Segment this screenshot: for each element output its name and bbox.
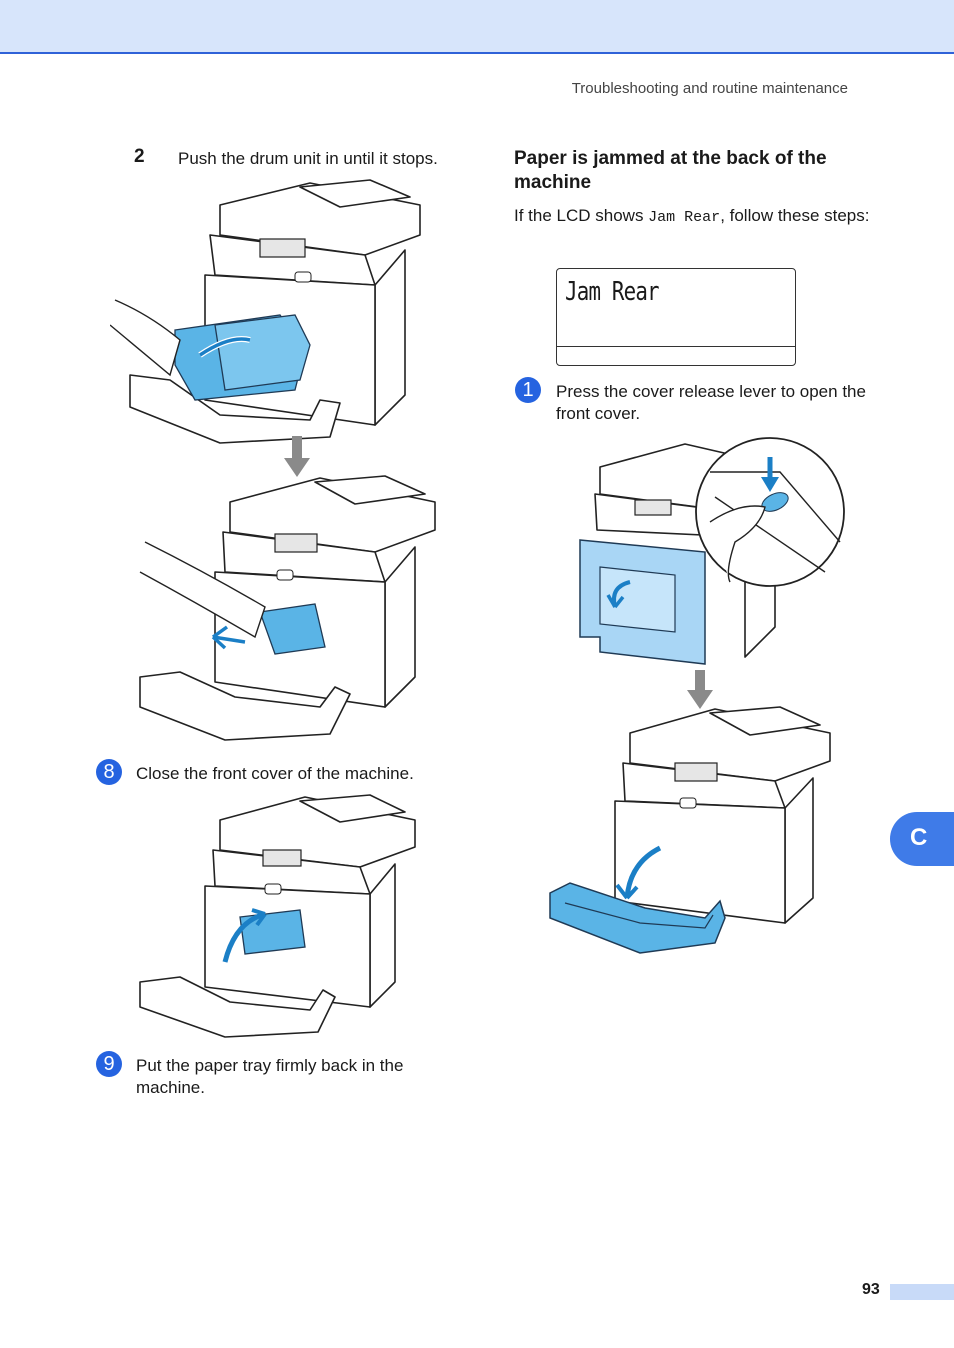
- page-number: 93: [862, 1281, 880, 1298]
- printer-drum-push-illustration: [110, 179, 421, 444]
- step-bullet-9: 9: [96, 1051, 122, 1077]
- down-arrow-icon: [687, 670, 713, 709]
- chapter-side-tab: C: [890, 812, 954, 866]
- lcd-display-text: Jam Rear: [565, 277, 660, 307]
- printer-cover-open-illustration: [549, 706, 831, 954]
- step-2-text: Push the drum unit in until it stops.: [178, 149, 438, 168]
- intro-lcd-code: Jam Rear: [648, 209, 721, 226]
- step-9-text: Put the paper tray firmly back in the ma…: [136, 1056, 404, 1097]
- down-arrow-icon: [284, 436, 310, 477]
- chapter-side-tab-label: C: [910, 824, 928, 851]
- step-1-text: Press the cover release lever to open th…: [556, 382, 866, 423]
- lcd-divider: [557, 346, 795, 347]
- printer-release-lever-illustration: [579, 437, 845, 665]
- lcd-display: Jam Rear: [556, 268, 796, 366]
- page-number-bar: [890, 1284, 954, 1300]
- step-8-text: Close the front cover of the machine.: [136, 764, 414, 783]
- running-head: Troubleshooting and routine maintenance: [571, 80, 848, 97]
- step-number-2: 2: [134, 146, 145, 167]
- intro-prefix: If the LCD shows: [514, 206, 649, 225]
- intro-paragraph: If the LCD shows Jam Rear, follow these …: [514, 205, 874, 229]
- printer-close-cover-illustration: [139, 794, 416, 1038]
- printer-drum-inserted-illustration: [139, 475, 436, 741]
- section-heading: Paper is jammed at the back of the machi…: [514, 148, 827, 193]
- intro-suffix: , follow these steps:: [720, 206, 870, 225]
- step-bullet-1: 1: [515, 377, 541, 403]
- top-header-band: [0, 0, 954, 54]
- step-bullet-8: 8: [96, 759, 122, 785]
